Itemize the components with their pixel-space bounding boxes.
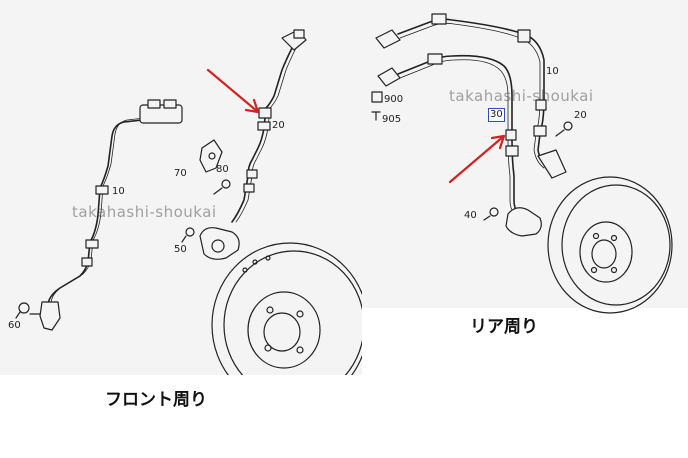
front-bracket: [199, 139, 223, 173]
rear-part-10: 10: [546, 66, 559, 77]
front-part-60: 60: [8, 320, 21, 331]
front-right-sensor-head: [199, 227, 240, 260]
rear-watermark: takahashi-shoukai: [449, 87, 594, 105]
rear-part-905: 905: [382, 114, 402, 125]
front-part-80: 80: [216, 164, 229, 175]
rear-caption: リア周り: [470, 317, 538, 337]
rear-part-20: 20: [574, 110, 587, 121]
rear-diagram-panel: [362, 0, 688, 308]
front-brake-disc: [211, 242, 362, 375]
rear-part-900: 900: [384, 94, 404, 105]
rear-part-40: 40: [464, 210, 477, 221]
front-part-20: 20: [272, 120, 285, 131]
front-parts-diagram: [15, 29, 362, 375]
front-caption: フロント周り: [105, 390, 207, 410]
front-diagram-panel: [0, 0, 362, 375]
front-connector-top: [139, 104, 183, 124]
front-watermark: takahashi-shoukai: [72, 203, 217, 221]
front-part-50: 50: [174, 244, 187, 255]
front-left-sensor-head: [39, 301, 61, 331]
front-red-arrow: [206, 68, 260, 114]
front-part-10: 10: [112, 186, 125, 197]
front-part-70: 70: [174, 168, 187, 179]
rear-part-30-highlighted: 30: [488, 108, 505, 122]
front-right-sensor-cable: [231, 47, 293, 223]
